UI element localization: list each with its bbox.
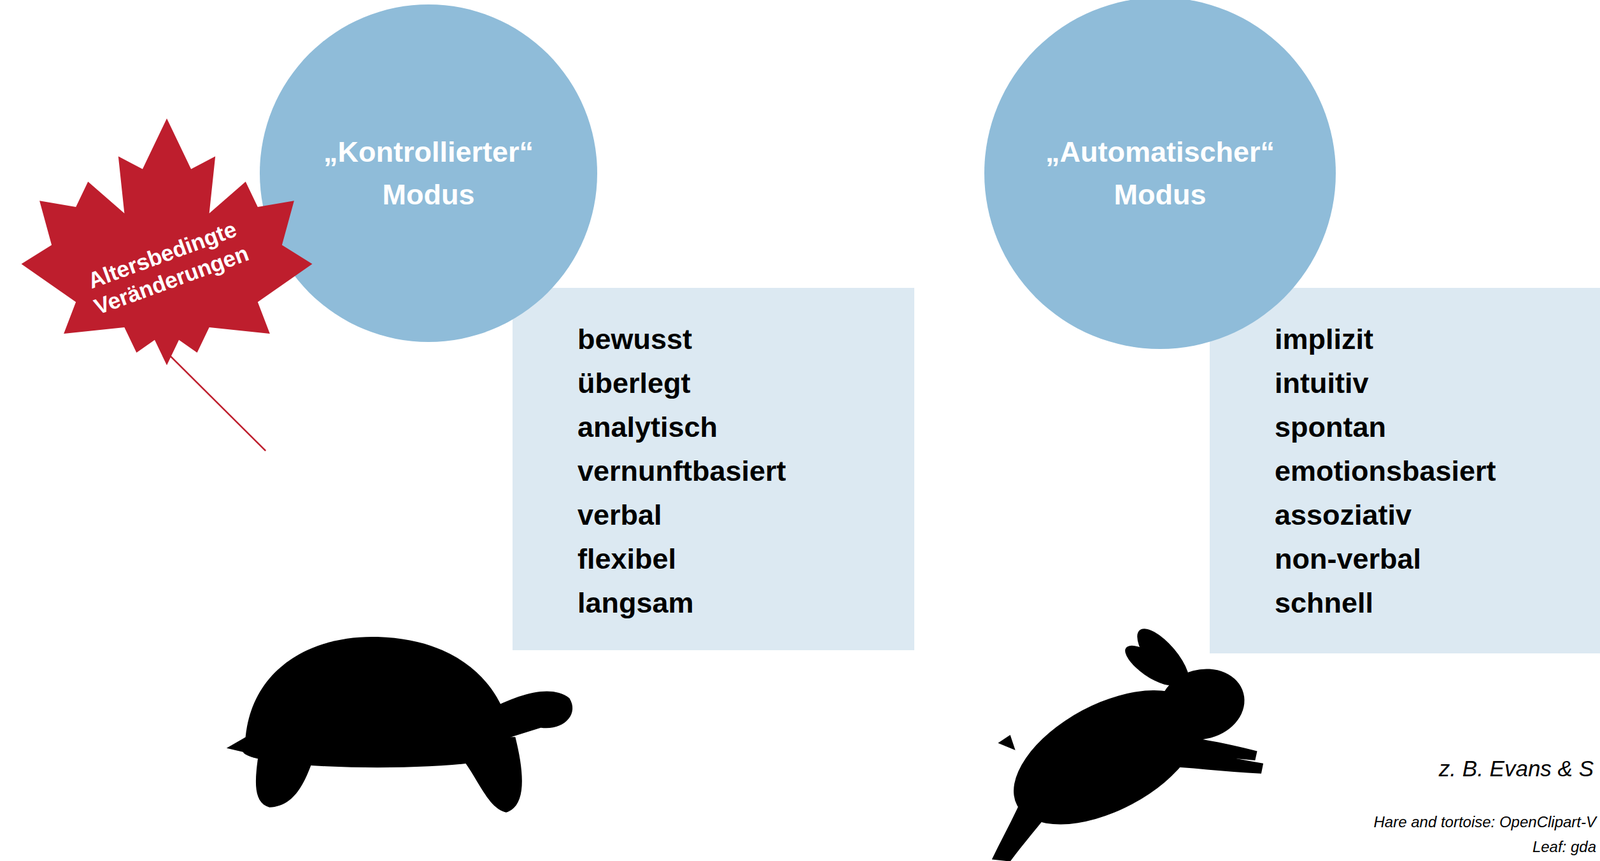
attribute-text: verbal <box>577 492 889 537</box>
attribute-text: assoziativ <box>1274 492 1575 537</box>
attribute-text: überlegt <box>577 361 889 405</box>
attribute-text: vernunftbasiert <box>577 448 889 493</box>
attribute-text: schnell <box>1274 580 1575 625</box>
mode-title: „Automatischer“ Modus <box>1032 130 1288 217</box>
attribute-text: implizit <box>1274 317 1575 362</box>
circle-shape <box>259 4 598 342</box>
tortoise-silhouette <box>226 636 573 813</box>
image-credit: Hare and tortoise: OpenClipart-V <box>1373 813 1597 831</box>
attribute-text: analytisch <box>577 404 889 449</box>
citation: z. B. Evans & S <box>1438 755 1594 782</box>
mode-circle: „Automatischer“ Modus <box>984 0 1336 349</box>
attribute-text: emotionsbasiert <box>1274 448 1575 493</box>
mode-circle: „Kontrollierter“ Modus <box>259 4 598 342</box>
mode-title: „Kontrollierter“ Modus <box>301 130 556 217</box>
attribute-box: bewusstüberlegtanalytischvernunftbasiert… <box>512 287 915 651</box>
attribute-text: flexibel <box>577 536 889 581</box>
hare-silhouette <box>991 620 1264 861</box>
attribute-text: bewusst <box>577 317 889 362</box>
circle-shape <box>984 0 1336 349</box>
attribute-box: implizitintuitivspontanemotionsbasiertas… <box>1209 287 1600 654</box>
image-credit: Leaf: gda <box>1532 837 1597 856</box>
leaf-badge: Altersbedingte Veränderungen <box>15 112 319 429</box>
attribute-text: spontan <box>1274 404 1575 449</box>
attribute-text: non-verbal <box>1274 536 1575 581</box>
attribute-text: langsam <box>577 580 889 625</box>
attribute-text: intuitiv <box>1274 361 1575 405</box>
